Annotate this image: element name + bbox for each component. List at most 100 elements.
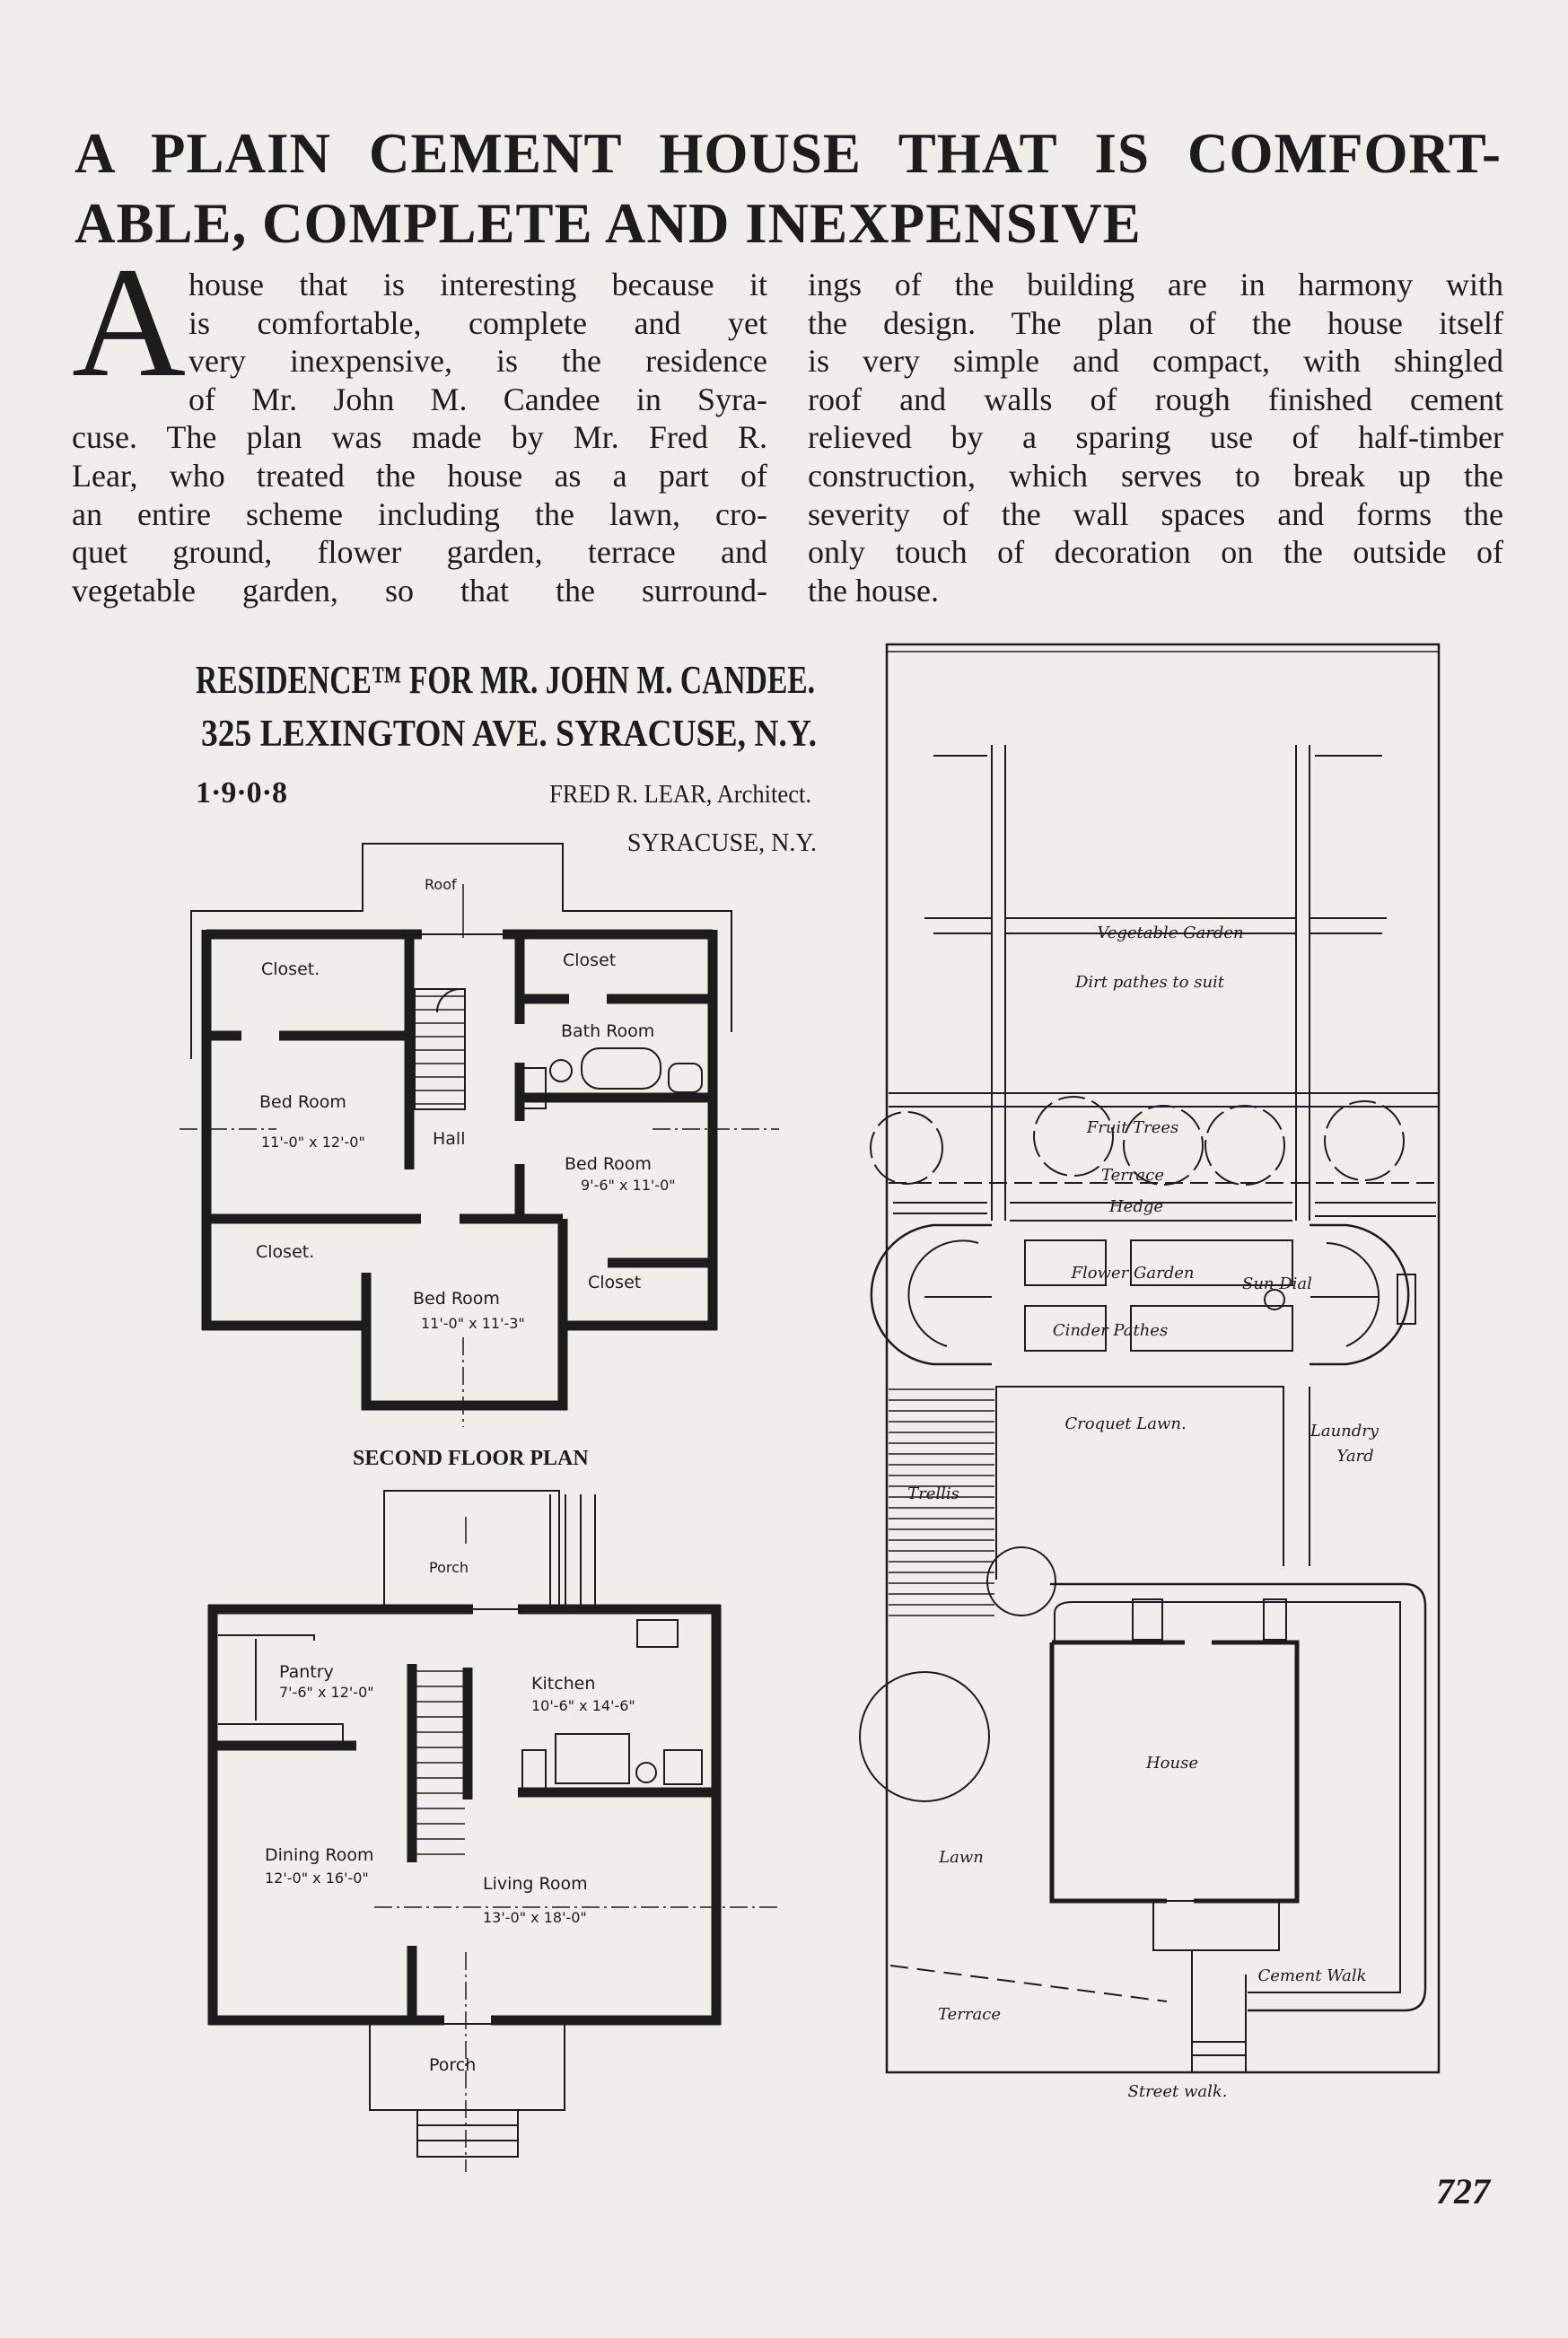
site-plan-labels: Vegetable Garden Dirt pathes to suit Fru… — [907, 924, 1380, 2101]
text-line: cuse. The plan was made by Mr. Fred R. — [72, 419, 767, 456]
rear-porch — [383, 1490, 560, 1610]
drawing-header: RESIDENCE™ FOR MR. JOHN M. CANDEE. 325 L… — [196, 658, 817, 857]
label-dims: 9'-6" x 11'-0" — [581, 1177, 676, 1194]
cement-walk — [1050, 1582, 1427, 2012]
text-line: an entire scheme including the lawn, cro… — [72, 495, 767, 532]
header-architect: FRED R. LEAR, Architect. — [549, 781, 811, 809]
text-line: only touch of decoration on the outside … — [808, 534, 1503, 571]
house-porch — [1152, 1900, 1280, 1951]
label-street-walk: Street walk. — [1128, 2082, 1228, 2101]
staircase — [414, 988, 466, 1110]
label-laundry: Laundry — [1310, 1422, 1380, 1440]
lot-boundary — [885, 643, 1441, 2074]
label-dims: 11'-0" x 12'-0" — [261, 1134, 365, 1151]
label-closet: Closet. — [256, 1242, 314, 1262]
label-hedge: Hedge — [1108, 1197, 1163, 1216]
flower-garden — [870, 1223, 1416, 1366]
label-living-room: Living Room — [483, 1874, 588, 1894]
cement-walk-inner — [1054, 1601, 1401, 1993]
label-dims: 13'-0" x 18'-0" — [483, 1909, 587, 1926]
kitchen-counter — [636, 1619, 679, 1648]
header-address: 325 LEXINGTON AVE. SYRACUSE, N.Y. — [201, 714, 817, 755]
front-porch-steps — [416, 2109, 519, 2158]
second-floor-windows — [206, 933, 714, 1406]
rear-steps — [1132, 1598, 1163, 1641]
label-house: House — [1145, 1754, 1198, 1773]
drop-cap: A — [72, 235, 187, 410]
label-closet: Closet — [588, 1273, 641, 1292]
toilet — [549, 1059, 573, 1082]
header-architect-city: SYRACUSE, N.Y. — [627, 829, 817, 857]
label-terrace: Terrace — [1101, 1166, 1164, 1185]
label-roof: Roof — [425, 876, 457, 893]
text-line: of Mr. John M. Candee in Syra- — [188, 381, 767, 417]
label-terrace: Terrace — [938, 2005, 1001, 2024]
text-line: ings of the building are in harmony with — [808, 267, 1503, 302]
second-floor-labels: Roof Closet. Closet Bath Room Bed Room 1… — [256, 876, 676, 1470]
label-yard: Yard — [1336, 1447, 1373, 1466]
sun-dial — [1264, 1289, 1285, 1310]
label-dims: 7'-6" x 12'-0" — [279, 1684, 374, 1701]
label-sun-dial: Sun Dial — [1242, 1274, 1312, 1293]
stair-treads — [415, 1670, 465, 1855]
label-porch: Porch — [429, 1559, 469, 1576]
second-floor-walls — [201, 929, 718, 1411]
label-lawn: Lawn — [938, 1848, 984, 1867]
kitchen-cabinet — [521, 1749, 547, 1791]
stair-arc — [436, 987, 462, 1013]
label-cinder-paths: Cinder Pathes — [1053, 1321, 1168, 1340]
text-line: house that is interesting because it — [188, 267, 767, 302]
text-line: relieved by a sparing use of half-timber — [808, 419, 1503, 456]
bathtub — [581, 1047, 661, 1090]
text-line: is very simple and compact, with shingle… — [808, 343, 1503, 380]
first-floor-walls — [207, 1604, 722, 2026]
linen-cabinet — [522, 1067, 547, 1109]
text-line: quet ground, flower garden, terrace and — [72, 534, 767, 571]
kitchen-boiler — [635, 1762, 657, 1783]
terrace-line — [889, 1965, 1168, 2002]
label-cement-walk: Cement Walk — [1257, 1966, 1366, 1985]
text-line: Lear, who treated the house as a part of — [72, 457, 767, 494]
kitchen-range — [555, 1733, 630, 1784]
stair-treads — [415, 995, 465, 1105]
label-dims: 12'-0" x 16'-0" — [265, 1870, 369, 1887]
pantry-shelves — [218, 1634, 344, 1741]
terrace-hedge — [889, 1182, 1439, 1222]
label-vegetable-garden: Vegetable Garden — [1097, 924, 1243, 942]
text-line: the design. The plan of the house itself — [808, 304, 1503, 341]
label-fruit-trees: Fruit Trees — [1086, 1118, 1179, 1137]
label-trellis: Trellis — [907, 1484, 959, 1503]
site-plan — [859, 643, 1441, 2074]
wash-basin — [668, 1063, 703, 1093]
article-column-left: house that is interesting because it is … — [72, 266, 767, 609]
label-bed-room: Bed Room — [413, 1289, 500, 1309]
second-floor-plan — [180, 843, 779, 1427]
label-dining-room: Dining Room — [265, 1845, 373, 1865]
label-dims: 10'-6" x 14'-6" — [531, 1697, 635, 1714]
front-steps — [1191, 1950, 1247, 2072]
label-bed-room: Bed Room — [259, 1092, 346, 1112]
rear-steps — [1263, 1598, 1287, 1641]
tree — [859, 1671, 990, 1802]
trellis — [889, 1388, 994, 1616]
label-closet: Closet — [563, 950, 616, 970]
label-croquet-lawn: Croquet Lawn. — [1064, 1414, 1186, 1433]
text-line: the house. — [808, 572, 939, 609]
roof-outline — [190, 843, 732, 1059]
text-line: very inexpensive, is the residence — [188, 343, 767, 380]
text-line: vegetable garden, so that the surround- — [72, 572, 767, 609]
label-bath-room: Bath Room — [561, 1021, 654, 1041]
croquet-lawn — [995, 1386, 1310, 1580]
label-hall: Hall — [433, 1129, 466, 1149]
second-floor-caption: SECOND FLOOR PLAN — [353, 1447, 589, 1470]
tree — [986, 1546, 1056, 1616]
label-closet: Closet. — [261, 959, 320, 979]
first-floor-plan — [207, 1490, 779, 2172]
label-dirt-paths: Dirt pathes to suit — [1074, 973, 1225, 992]
article-title-line-2: ABLE, COMPLETE AND INEXPENSIVE — [74, 192, 1142, 255]
text-line: severity of the wall spaces and forms th… — [808, 495, 1503, 532]
label-pantry: Pantry — [279, 1662, 334, 1682]
article-title-line-1: A PLAIN CEMENT HOUSE THAT IS COMFORT- — [74, 122, 1502, 185]
label-dims: 11'-0" x 11'-3" — [421, 1315, 525, 1332]
